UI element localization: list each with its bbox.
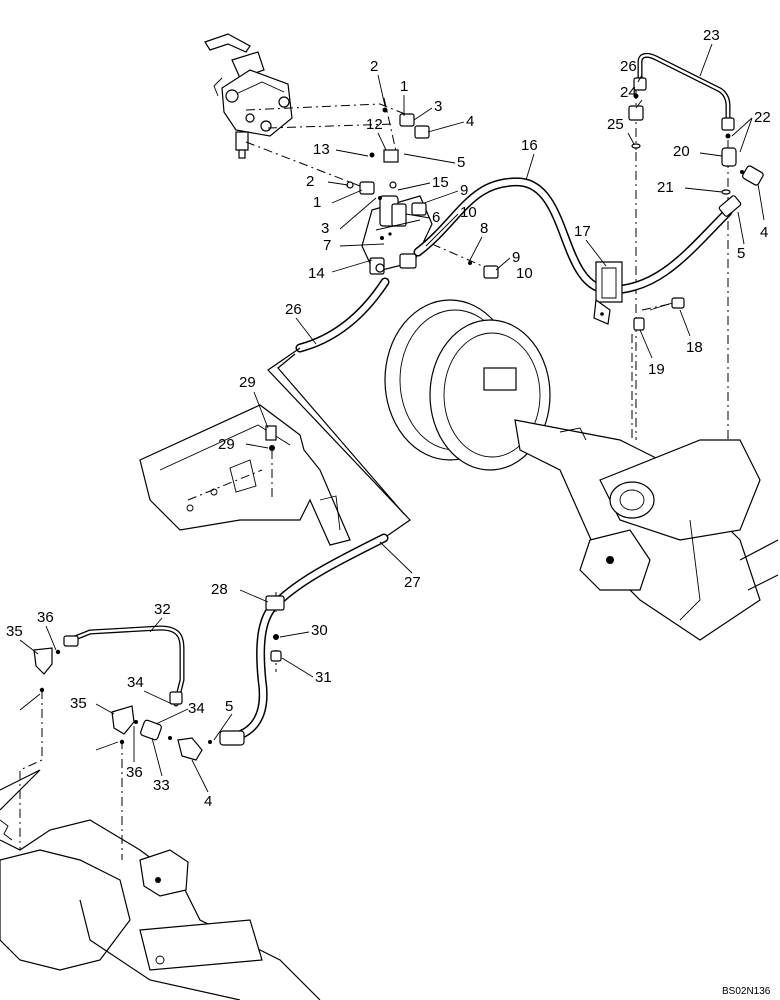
callout-8: 8: [480, 220, 488, 237]
callout-16: 17: [574, 223, 591, 240]
nut-18: [633, 317, 645, 331]
callout-5: 5: [457, 154, 465, 171]
callout-31: 32: [154, 601, 171, 618]
callout-26: 26: [285, 301, 302, 318]
callout-11: 12: [366, 116, 383, 133]
callout-26: 27: [404, 574, 421, 591]
callout-2: 2: [370, 58, 378, 75]
callout-33: 34: [127, 674, 144, 691]
tube-31: [63, 625, 185, 707]
callout-6: 6: [432, 209, 440, 226]
callout-34: 35: [6, 623, 23, 640]
mounting-bracket-plate: [139, 404, 351, 662]
callout-30: 31: [315, 669, 332, 686]
callout-7: 7: [323, 237, 331, 254]
callout-15: 16: [521, 137, 538, 154]
callout-36: 36: [37, 609, 54, 626]
callout-24: 25: [607, 116, 624, 133]
fittings-top-right: [628, 93, 764, 195]
callout-29: 30: [311, 622, 328, 639]
brake-valve-assembly: [204, 33, 293, 159]
tube-22: [633, 52, 735, 131]
callout-1: 1: [400, 78, 408, 95]
callout-27: 28: [211, 581, 228, 598]
callout-33: 34: [188, 700, 205, 717]
callout-19: 20: [673, 143, 690, 160]
callout-leaders: [19, 43, 765, 793]
callout-1: 1: [313, 194, 321, 211]
callout-3: 3: [434, 98, 442, 115]
hose-27-lower: [208, 595, 285, 746]
callout-labels: 2 1 3 4 12 13 5 2 15 9 1 6 10 3 7 8 9 14…: [6, 27, 771, 810]
callout-4: 4: [466, 113, 474, 130]
callout-28: 29: [239, 374, 256, 391]
hose-26-lower: [273, 533, 389, 607]
callout-12: 13: [313, 141, 330, 158]
callout-29: 29: [218, 436, 235, 453]
callout-13: 14: [308, 265, 325, 282]
callout-2: 2: [306, 173, 314, 190]
small-fittings-top: [346, 107, 499, 279]
callout-32: 33: [153, 777, 170, 794]
callout-10: 10: [516, 265, 533, 282]
fittings-lower-left: [33, 647, 203, 761]
callout-17: 18: [686, 339, 703, 356]
callout-9: 9: [460, 182, 468, 199]
callout-21: 22: [754, 109, 771, 126]
callout-4: 4: [204, 793, 212, 810]
outline-26-lower: [267, 347, 411, 539]
clip-16: [593, 261, 623, 325]
callout-23: 24: [620, 84, 637, 101]
reference-code: BS02N136: [722, 986, 771, 997]
callout-3: 3: [321, 220, 329, 237]
callout-10: 10: [460, 204, 477, 221]
hose-26-upper: [295, 277, 390, 353]
hose-15: [413, 177, 742, 295]
bolt-17: [649, 297, 685, 311]
callout-18: 19: [648, 361, 665, 378]
callout-20: 21: [657, 179, 674, 196]
callout-34: 35: [70, 695, 87, 712]
rear-axle-assembly: [384, 299, 779, 641]
callout-36: 36: [126, 764, 143, 781]
callout-9: 9: [512, 249, 520, 266]
callout-14: 15: [432, 174, 449, 191]
callout-25: 26: [620, 58, 637, 75]
callout-5: 5: [225, 698, 233, 715]
callout-22: 23: [703, 27, 720, 44]
callout-4: 4: [760, 224, 768, 241]
front-axle-assembly: [0, 769, 321, 1000]
callout-5: 5: [737, 245, 745, 262]
